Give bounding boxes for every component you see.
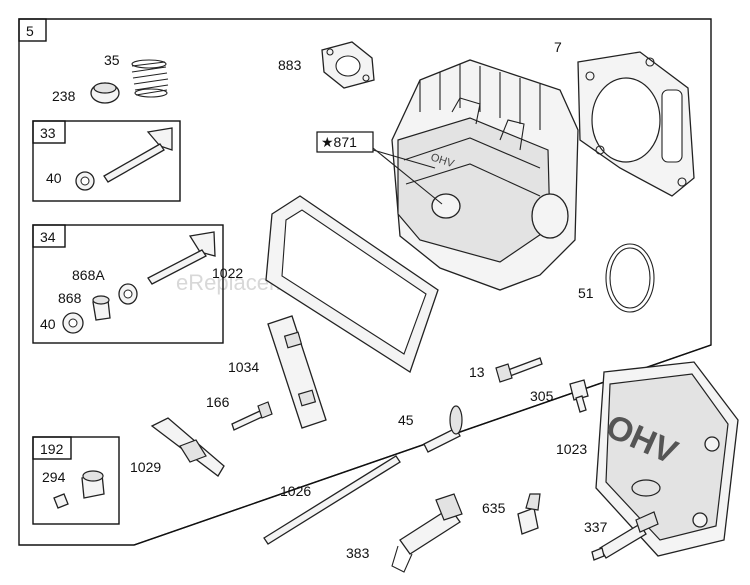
head-bolt[interactable] — [495, 357, 543, 383]
valve-intake-box — [32, 224, 224, 344]
cylinder-head[interactable]: OHV — [391, 59, 579, 291]
intake-seal[interactable] — [92, 295, 111, 321]
label-35[interactable]: 35 — [104, 52, 120, 68]
rocker-stud[interactable] — [231, 401, 273, 431]
label-7[interactable]: 7 — [554, 39, 562, 55]
label-238[interactable]: 238 — [52, 88, 76, 104]
label-45[interactable]: 45 — [398, 412, 414, 428]
exhaust-valve[interactable] — [103, 127, 173, 183]
label-383[interactable]: 383 — [346, 545, 370, 561]
o-ring[interactable] — [605, 243, 655, 313]
label-294[interactable]: 294 — [42, 469, 66, 485]
callout-871-line-b — [372, 149, 436, 169]
label-40-a[interactable]: 40 — [46, 170, 62, 186]
rocker-cover-gasket[interactable] — [265, 195, 439, 373]
label-305[interactable]: 305 — [530, 388, 554, 404]
breather-valve[interactable] — [81, 470, 105, 499]
label-868a[interactable]: 868A — [72, 267, 105, 283]
breather-tube[interactable] — [517, 493, 541, 535]
label-1023[interactable]: 1023 — [556, 441, 587, 457]
intake-gasket[interactable] — [321, 41, 375, 89]
breather-kit-box — [32, 436, 120, 525]
rocker-arm[interactable] — [150, 417, 225, 477]
callout-871-line-a — [372, 147, 443, 205]
valve-intake-tag-box — [32, 224, 66, 248]
exhaust-seal[interactable] — [75, 171, 95, 191]
push-rod-guide[interactable] — [423, 405, 463, 453]
label-13[interactable]: 13 — [469, 364, 485, 380]
label-883[interactable]: 883 — [278, 57, 302, 73]
label-635[interactable]: 635 — [482, 500, 506, 516]
intake-washer[interactable] — [118, 283, 138, 305]
head-gasket[interactable] — [577, 51, 695, 197]
push-rod[interactable] — [263, 455, 401, 545]
label-1026[interactable]: 1026 — [280, 483, 311, 499]
breather-screw[interactable] — [53, 493, 69, 509]
main-group-tag-box — [18, 18, 47, 42]
label-51[interactable]: 51 — [578, 285, 594, 301]
valve-cap[interactable] — [90, 82, 120, 104]
valve-exhaust-tag-box — [32, 120, 66, 144]
valve-spring[interactable] — [131, 59, 169, 98]
valve-exhaust-box — [32, 120, 181, 202]
breather-plate[interactable] — [267, 315, 327, 429]
label-1022[interactable]: 1022 — [212, 265, 243, 281]
label-1034[interactable]: 1034 — [228, 359, 259, 375]
label-1029[interactable]: 1029 — [130, 459, 161, 475]
valve-exhaust-tag: 33 — [40, 125, 56, 141]
label-871-box — [316, 131, 374, 153]
main-group-tag: 5 — [26, 23, 34, 39]
label-40-b[interactable]: 40 — [40, 316, 56, 332]
label-871[interactable]: ★871 — [321, 134, 357, 150]
cover-screw[interactable] — [569, 379, 589, 413]
intake-valve[interactable] — [147, 231, 216, 285]
label-166[interactable]: 166 — [206, 394, 230, 410]
valve-intake-tag: 34 — [40, 229, 56, 245]
rocker-cover[interactable]: OHV — [595, 361, 739, 557]
breather-kit-tag-box — [32, 436, 72, 460]
intake-retainer[interactable] — [62, 312, 84, 334]
label-868[interactable]: 868 — [58, 290, 82, 306]
valve-spring-compressor[interactable] — [391, 493, 463, 573]
spark-plug[interactable] — [591, 511, 659, 561]
label-337[interactable]: 337 — [584, 519, 608, 535]
breather-kit-tag: 192 — [40, 441, 64, 457]
